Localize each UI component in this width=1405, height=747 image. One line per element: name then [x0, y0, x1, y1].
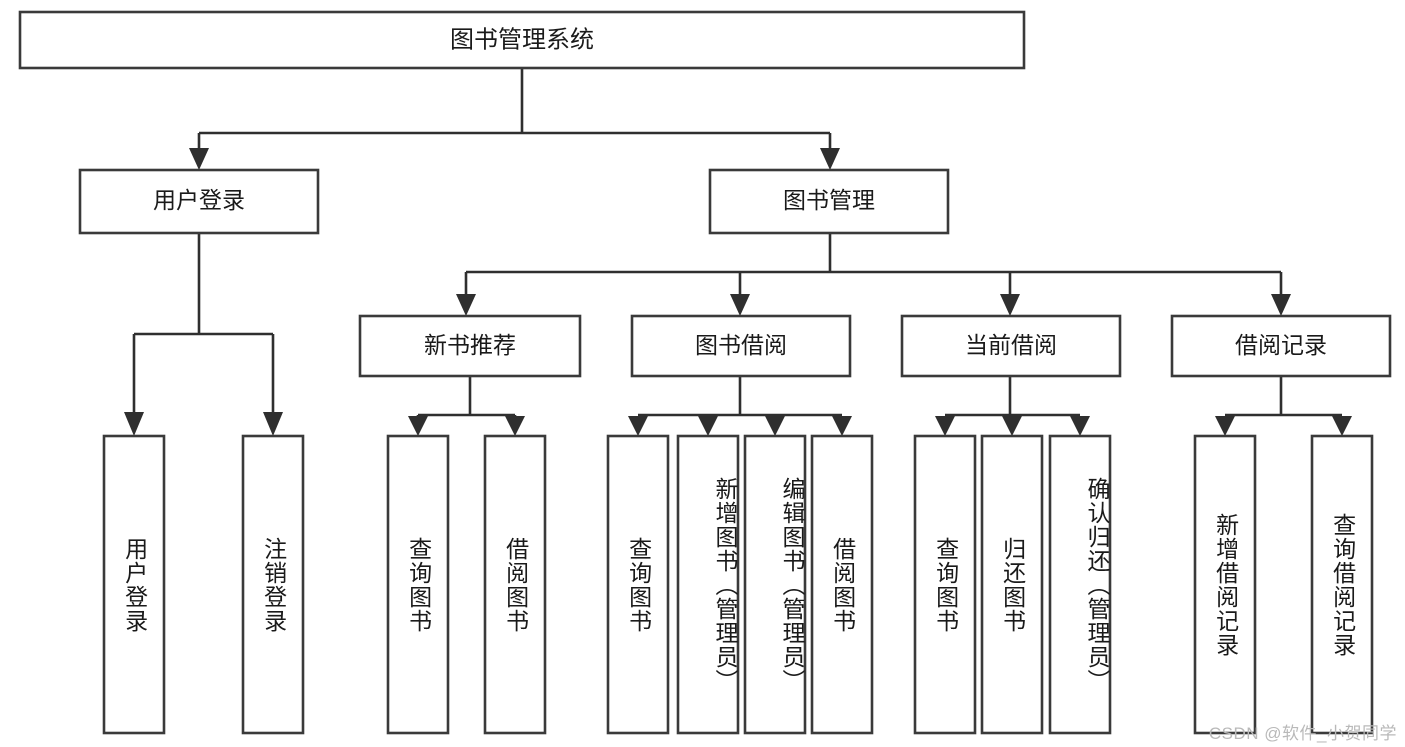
- node-borrow-record-box[interactable]: [1170, 314, 1392, 378]
- csdn-watermark: CSDN @软件_小贺同学: [1208, 724, 1397, 743]
- node-leaf-borrow-book-2-box[interactable]: [810, 434, 874, 735]
- arrow-leaf-logout: [263, 412, 283, 436]
- node-root-box[interactable]: [18, 10, 1026, 70]
- arrow-leaf-add-book: [698, 416, 718, 436]
- node-new-book-recommend-box[interactable]: [358, 314, 582, 378]
- node-leaf-add-record-box[interactable]: [1193, 434, 1257, 735]
- node-current-borrow-box[interactable]: [900, 314, 1122, 378]
- node-book-manage-box[interactable]: [708, 168, 950, 235]
- arrow-leaf-query-record: [1332, 416, 1352, 436]
- node-leaf-borrow-book-1-box[interactable]: [483, 434, 547, 735]
- node-borrow-record-label: 借阅记录: [1235, 332, 1327, 358]
- node-leaf-query-book-1-box[interactable]: [386, 434, 450, 735]
- connector-group: [124, 68, 1352, 436]
- arrow-leaf-return-book: [1002, 416, 1022, 436]
- node-leaf-user-login-box[interactable]: [102, 434, 166, 735]
- node-user-login-label: 用户登录: [153, 187, 245, 213]
- node-leaf-logout-box[interactable]: [241, 434, 305, 735]
- node-current-borrow-label: 当前借阅: [965, 332, 1057, 358]
- arrow-leaf-query-book-2: [628, 416, 648, 436]
- node-book-borrow-label: 图书借阅: [695, 332, 787, 358]
- node-book-manage[interactable]: 图书管理: [708, 168, 950, 235]
- node-new-book-recommend[interactable]: 新书推荐: [358, 314, 582, 378]
- node-leaf-query-record-box[interactable]: [1310, 434, 1374, 735]
- node-new-book-recommend-label: 新书推荐: [424, 332, 516, 358]
- arrow-to-book-borrow: [730, 294, 750, 316]
- arrow-leaf-user-login: [124, 412, 144, 436]
- arrow-leaf-borrow-book-2: [832, 416, 852, 436]
- arrow-leaf-add-record: [1215, 416, 1235, 436]
- node-user-login[interactable]: 用户登录: [78, 168, 320, 235]
- node-leaf-add-book-box[interactable]: [676, 434, 740, 735]
- node-current-borrow[interactable]: 当前借阅: [900, 314, 1122, 378]
- arrow-leaf-borrow-book-1: [505, 416, 525, 436]
- node-book-manage-label: 图书管理: [783, 187, 875, 213]
- leaf-box-group: [102, 434, 1374, 735]
- node-user-login-box[interactable]: [78, 168, 320, 235]
- node-leaf-query-book-2-box[interactable]: [606, 434, 670, 735]
- node-leaf-return-book-box[interactable]: [980, 434, 1044, 735]
- arrow-to-user-login: [189, 148, 209, 170]
- node-book-borrow-box[interactable]: [630, 314, 852, 378]
- arrow-leaf-edit-book: [765, 416, 785, 436]
- node-root[interactable]: 图书管理系统: [18, 10, 1026, 70]
- node-leaf-edit-book-box[interactable]: [743, 434, 807, 735]
- node-borrow-record[interactable]: 借阅记录: [1170, 314, 1392, 378]
- arrow-to-book-manage: [820, 148, 840, 170]
- node-root-label: 图书管理系统: [450, 26, 594, 53]
- arrow-to-borrow-record: [1271, 294, 1291, 316]
- node-book-borrow[interactable]: 图书借阅: [630, 314, 852, 378]
- node-leaf-query-book-3-box[interactable]: [913, 434, 977, 735]
- arrow-leaf-query-book-1: [408, 416, 428, 436]
- arrow-to-new-book-recommend: [456, 294, 476, 316]
- arrow-leaf-confirm-return: [1070, 416, 1090, 436]
- arrow-leaf-query-book-3: [935, 416, 955, 436]
- arrow-to-current-borrow: [1000, 294, 1020, 316]
- node-leaf-confirm-return-box[interactable]: [1048, 434, 1112, 735]
